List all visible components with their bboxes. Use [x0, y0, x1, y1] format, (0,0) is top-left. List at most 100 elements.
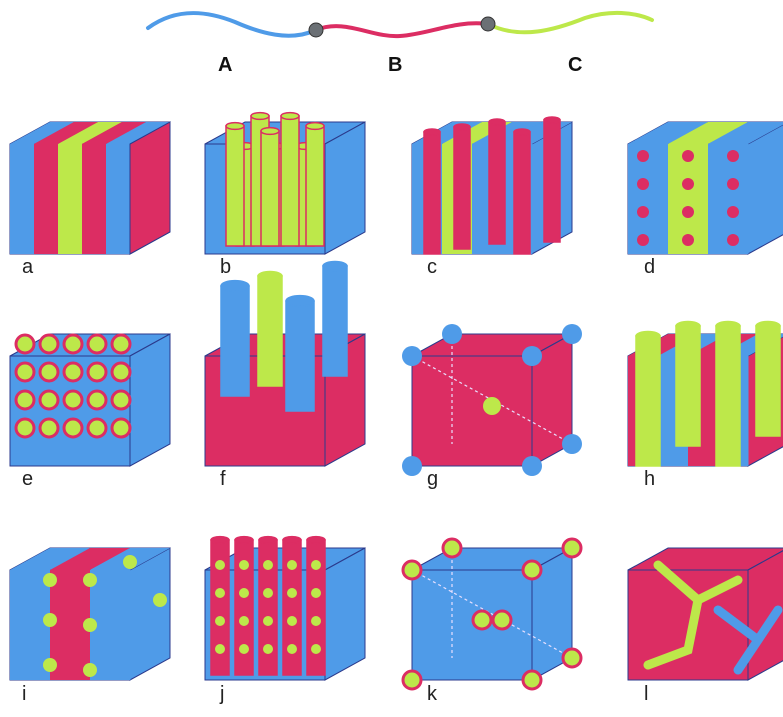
- red-sphere: [682, 234, 694, 246]
- lamella-top: [58, 122, 122, 144]
- cube-panel-b: [204, 111, 366, 255]
- green-helix-bead: [287, 560, 297, 570]
- cube-panel-i: [9, 547, 171, 681]
- triblock-polymer-chain: [146, 10, 654, 39]
- ringed-cylinder-segment: [110, 361, 132, 383]
- red-sphere: [682, 150, 694, 162]
- green-helix-bead: [239, 644, 249, 654]
- red-sphere: [637, 234, 649, 246]
- red-sphere: [727, 150, 739, 162]
- core-shell-sphere: [521, 559, 543, 581]
- core-shell-cylinder: [305, 125, 325, 247]
- lamella-front: [628, 144, 669, 254]
- lamella-top: [668, 122, 748, 144]
- red-cylinder-cap: [234, 535, 254, 545]
- panel-label-e: e: [22, 468, 34, 490]
- green-interface-sphere: [43, 573, 57, 587]
- core-shell-cylinder: [280, 115, 300, 247]
- blue-lattice-sphere: [522, 346, 542, 366]
- lamella-front: [10, 570, 51, 680]
- core-shell-sphere: [561, 537, 583, 559]
- core-shell-sphere: [401, 669, 423, 691]
- green-helix-bead: [311, 616, 321, 626]
- core-shell-cylinder-cap: [260, 126, 280, 136]
- lamella-front: [708, 144, 749, 254]
- junction-bc: [480, 16, 496, 32]
- blue-lattice-sphere: [562, 434, 582, 454]
- red-sphere: [727, 178, 739, 190]
- green-cylinder: [675, 325, 701, 447]
- green-helix-bead: [287, 644, 297, 654]
- red-cylinder-cap: [258, 535, 278, 545]
- cube-front-face: [411, 355, 533, 467]
- green-center-sphere: [483, 397, 501, 415]
- green-helix-bead: [311, 588, 321, 598]
- green-interface-sphere: [43, 613, 57, 627]
- panel-label-i: i: [22, 683, 27, 705]
- ringed-cylinder-segment: [62, 333, 84, 355]
- core-shell-cylinder-cap: [250, 111, 270, 121]
- lamella-front: [58, 144, 83, 254]
- ringed-cylinder-segment: [62, 417, 84, 439]
- green-helix-bead: [287, 616, 297, 626]
- green-helix-bead: [239, 560, 249, 570]
- block-b-chain: [314, 21, 490, 39]
- core-shell-sphere: [491, 609, 513, 631]
- blue-cylinder: [322, 265, 348, 377]
- red-cylinder-cap: [488, 118, 506, 126]
- core-shell-cylinder-cap: [280, 111, 300, 121]
- green-helix-bead: [311, 560, 321, 570]
- red-cylinder-cap: [543, 116, 561, 124]
- green-helix-bead: [263, 616, 273, 626]
- red-cylinder-cap: [513, 128, 531, 136]
- green-interface-sphere: [83, 618, 97, 632]
- green-cylinder: [755, 325, 781, 437]
- red-sphere: [637, 150, 649, 162]
- cube-panel-a: [9, 121, 171, 255]
- red-cylinder: [423, 131, 441, 255]
- core-shell-sphere: [471, 609, 493, 631]
- blue-cylinder: [285, 300, 315, 412]
- lamella-top: [708, 122, 783, 144]
- lattice-line: [411, 569, 573, 659]
- ringed-cylinder-segment: [86, 361, 108, 383]
- block-c-chain: [486, 10, 654, 35]
- green-helix-bead: [239, 616, 249, 626]
- cube-panel-l: [627, 547, 783, 681]
- cube-panel-k: [401, 537, 583, 691]
- cube-side-face: [129, 121, 171, 255]
- lamella-top: [628, 122, 708, 144]
- green-cylinder-cap: [715, 320, 741, 332]
- red-sphere: [727, 234, 739, 246]
- ringed-cylinder-segment: [38, 333, 60, 355]
- ringed-cylinder-segment: [86, 417, 108, 439]
- green-helix-bead: [287, 588, 297, 598]
- ringed-cylinder-segment: [110, 389, 132, 411]
- cube-panel-h: [627, 320, 783, 467]
- green-cylinder-cap: [755, 320, 781, 332]
- blue-cylinder-cap: [220, 279, 250, 293]
- cube-side-face: [129, 547, 171, 681]
- green-cylinder-cap: [257, 270, 283, 282]
- block-label-c: C: [568, 54, 583, 76]
- block-label-b: B: [388, 54, 403, 76]
- red-sphere: [727, 206, 739, 218]
- cube-panel-d: [627, 121, 783, 255]
- blue-cylinder: [220, 285, 250, 397]
- core-shell-sphere: [441, 537, 463, 559]
- panel-label-k: k: [427, 683, 437, 705]
- ringed-cylinder-segment: [110, 417, 132, 439]
- core-shell-cylinder: [225, 125, 245, 247]
- ringed-cylinder-segment: [110, 333, 132, 355]
- green-interface-sphere: [43, 658, 57, 672]
- cube-front-face: [411, 569, 533, 681]
- cube-panel-j: [204, 535, 366, 681]
- panel-label-a: a: [22, 256, 34, 278]
- core-shell-cylinder-cap: [225, 121, 245, 131]
- lamella-front: [10, 144, 35, 254]
- red-cylinder-cap: [210, 535, 230, 545]
- red-cylinder-cap: [306, 535, 326, 545]
- red-cylinder: [488, 121, 506, 245]
- green-cylinder-cap: [635, 330, 661, 342]
